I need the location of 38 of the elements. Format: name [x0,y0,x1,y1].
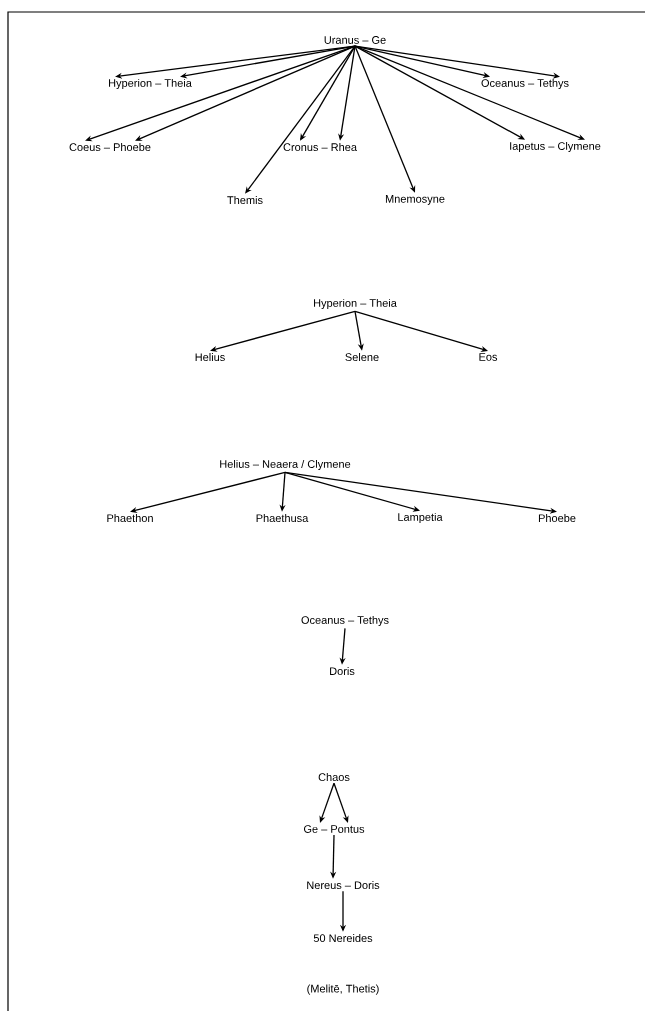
name-label: Themis [227,195,263,205]
name-label: Helius [195,352,225,362]
name-label: Lampetia [398,512,443,524]
name-label: Uranus – Ge [324,36,386,44]
name-label: Chaos [318,772,350,782]
name-label: Oceanus – Tethys [301,615,389,627]
name-label: Iapetus – Clymene [510,141,601,153]
arrow [245,45,356,194]
name-label: Eos [479,353,498,361]
arrow [284,471,557,514]
name-label: Hyperion – Theia [314,298,397,310]
name-label: Mnemosyne [385,195,445,205]
arrow [354,45,525,140]
name-label: Phaethusa [256,513,309,523]
name-label: Hyperion – Theia [109,78,192,90]
arrow [284,471,420,512]
arrow [354,45,416,193]
arrow [130,471,286,513]
name-label: Phoebe [538,513,576,523]
name-label: Oceanus – Tethys [481,78,569,90]
arrow [210,310,356,352]
name-label: Selene [345,352,379,362]
arrow [115,45,356,79]
arrow [354,310,488,352]
name-label: 50 Nereides [313,934,373,943]
name-label: Nereus – Doris [307,880,380,890]
arrow [135,45,356,141]
name-label: Doris [330,666,355,676]
note-text: (Melitē, Thetis) [307,984,379,995]
arrow [354,45,560,79]
arrow [319,782,335,823]
name-label: Phaethon [107,513,153,523]
arrow [354,45,585,140]
arrow [333,782,349,823]
name-label: Cronus – Rhea [283,142,357,152]
name-label: Helius – Neaera / Clymene [220,459,351,471]
name-label: Coeus – Phoebe [69,142,151,152]
name-label: Ge – Pontus [304,825,365,833]
